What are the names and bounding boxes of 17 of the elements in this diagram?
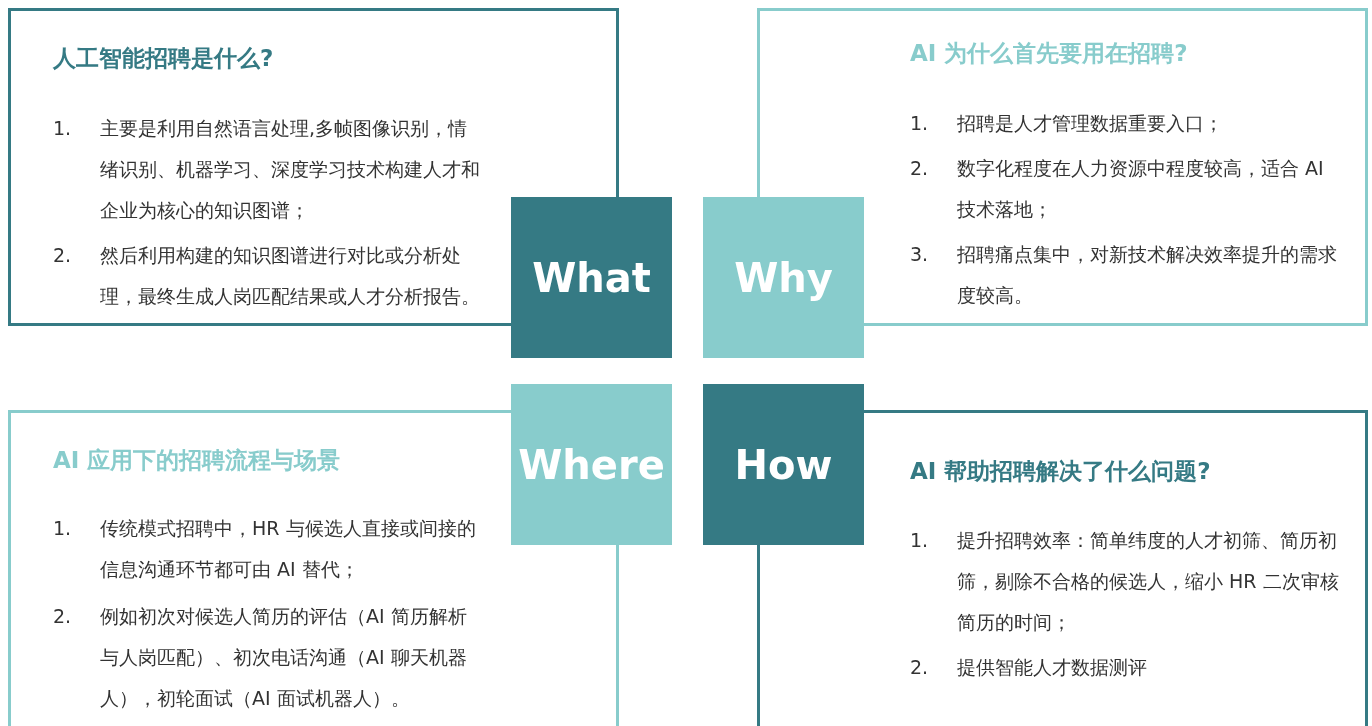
list-item: 2. 数字化程度在人力资源中程度较高，适合 AI 技术落地； [910, 156, 1325, 222]
label-square: What [511, 197, 672, 358]
list-item: 1. 主要是利用自然语言处理,多帧图像识别，情绪识别、机器学习、深度学习技术构建人才和企业为核心的知识图谱； [53, 116, 481, 223]
heading: AI 帮助招聘解决了什么问题? [910, 457, 1211, 486]
list-item: 1. 招聘是人才管理数据重要入口； [910, 111, 1224, 136]
list-item: 1. 传统模式招聘中，HR 与候选人直接或间接的信息沟通环节都可由 AI 替代； [53, 516, 477, 582]
label-square: How [703, 384, 864, 545]
label-square: Why [703, 197, 864, 358]
heading: AI 为什么首先要用在招聘? [910, 39, 1188, 68]
list-item: 2. 提供智能人才数据测评 [910, 655, 1148, 680]
list-item: 3. 招聘痛点集中，对新技术解决效率提升的需求度较高。 [910, 242, 1338, 308]
list-item: 2. 然后利用构建的知识图谱进行对比或分析处理，最终生成人岗匹配结果或人才分析报告。 [53, 243, 481, 309]
heading: AI 应用下的招聘流程与场景 [53, 446, 341, 475]
heading: 人工智能招聘是什么? [53, 44, 274, 73]
label-square: Where [511, 384, 672, 545]
list-item: 2. 例如初次对候选人简历的评估（AI 简历解析与人岗匹配）、初次电话沟通（AI 聊天机器人），初轮面试（AI 面试机器人）。 [53, 604, 468, 711]
list-item: 1. 提升招聘效率：简单纬度的人才初筛、简历初筛，剔除不合格的候选人，缩小 HR 二次审核简历的时间； [910, 528, 1340, 635]
